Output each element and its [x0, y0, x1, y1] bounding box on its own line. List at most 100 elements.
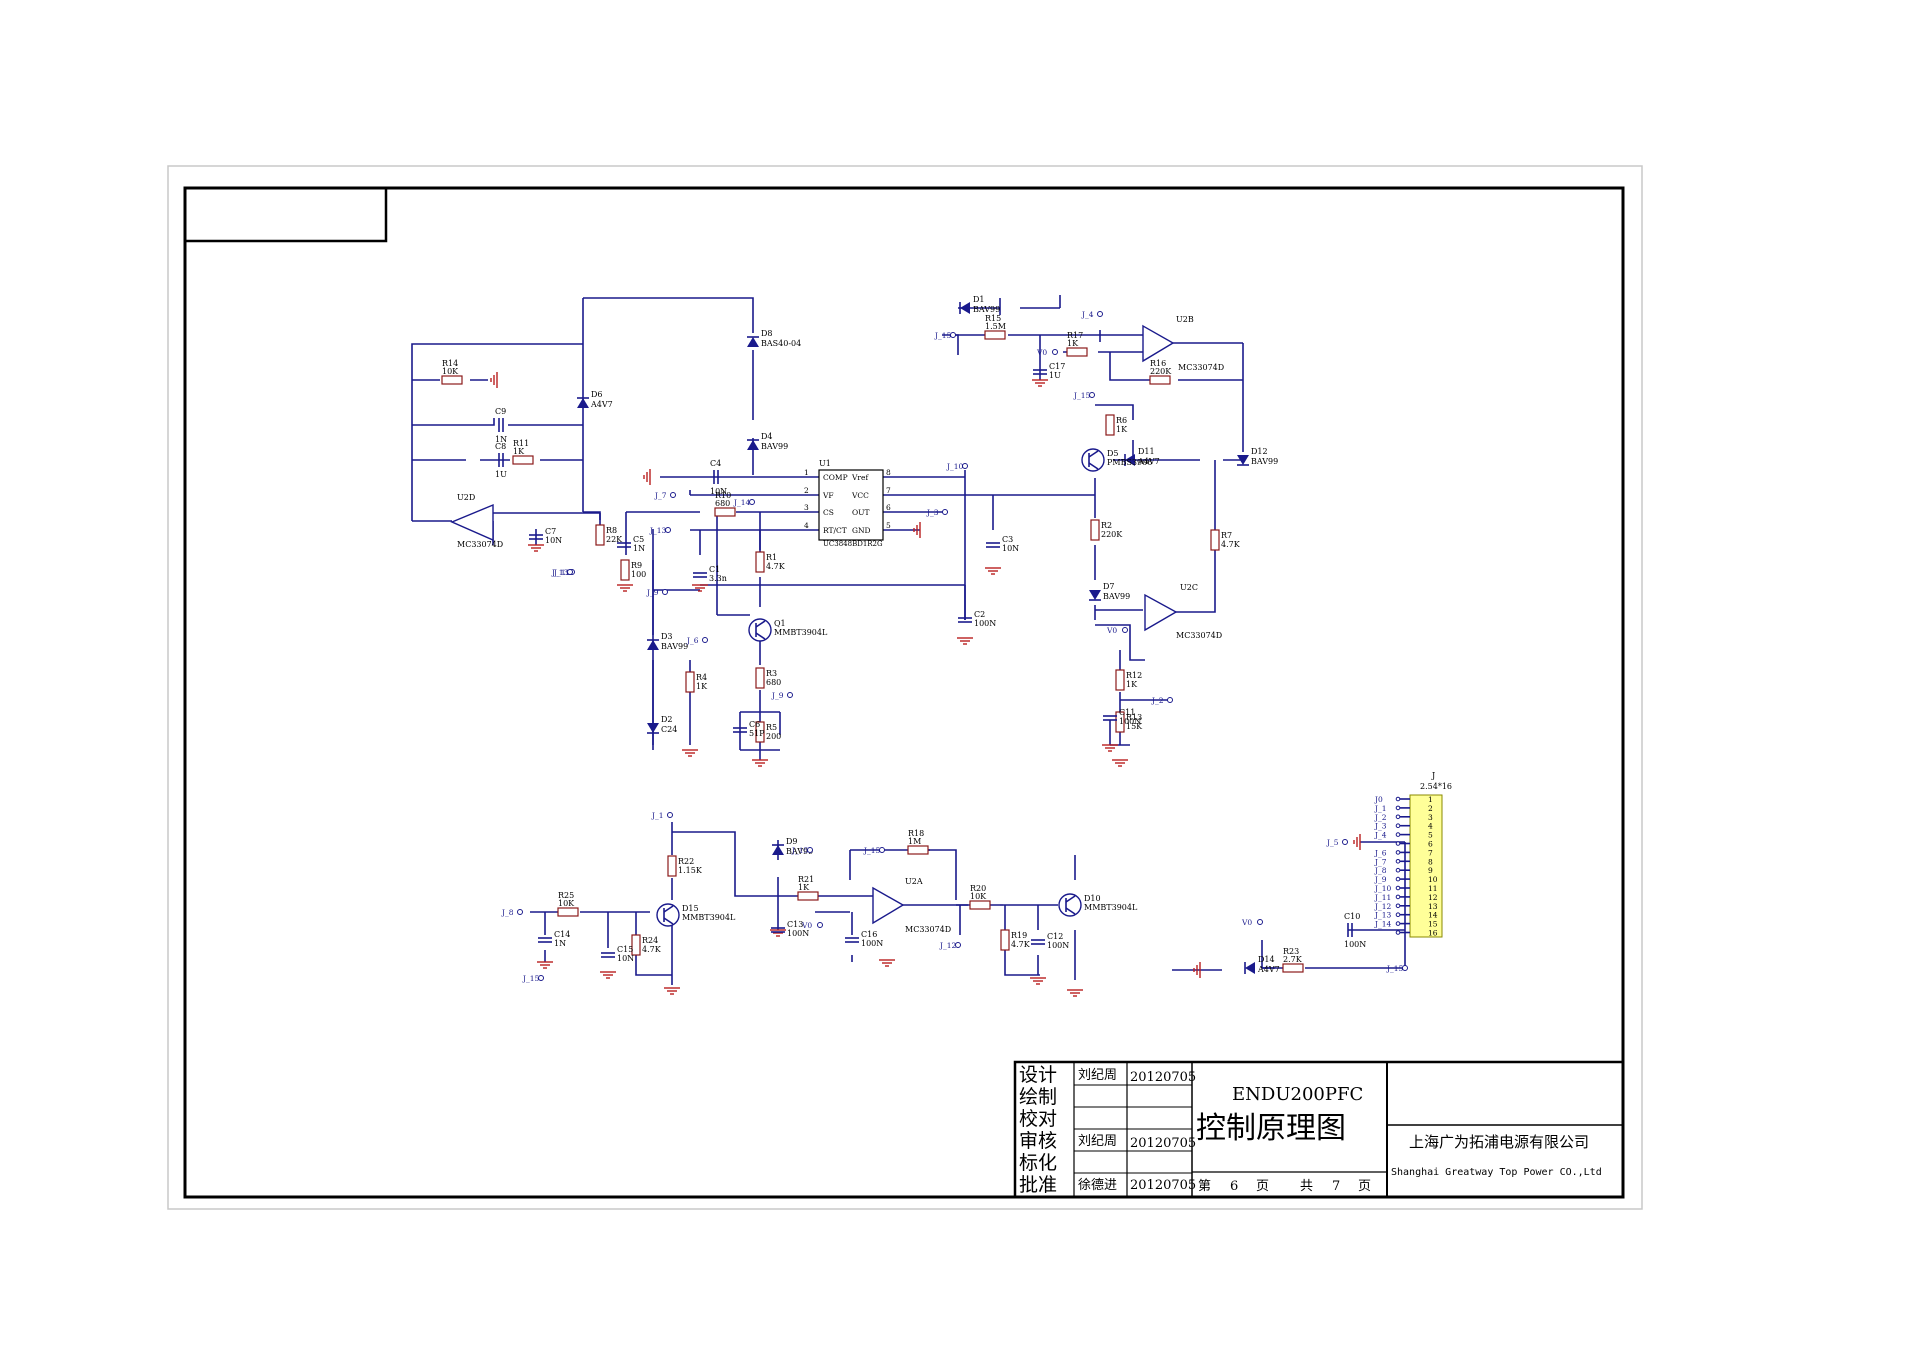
ground-icon — [537, 961, 553, 969]
connector-pin-net: J_8 — [1374, 866, 1387, 875]
u1-pinnum-1: 1 — [804, 468, 809, 477]
capacitor-value: 100N — [974, 619, 996, 628]
net-label: J_5 — [1326, 838, 1348, 847]
net-label-text: V0 — [1036, 348, 1047, 357]
name-review: 刘纪周 — [1078, 1134, 1117, 1149]
diode-ref: D14 — [1258, 955, 1275, 964]
diode-ref: D11 — [1138, 447, 1155, 456]
net-label: J_15 — [863, 846, 885, 855]
ground-icon — [1067, 989, 1083, 997]
resistor-value: 4.7K — [642, 945, 662, 954]
ground-icon — [752, 759, 768, 767]
connector-pin: 14J_13 — [1374, 911, 1438, 920]
capacitor-ref: C12 — [1047, 932, 1063, 941]
resistor-ref: R7 — [1221, 531, 1232, 540]
capacitor-value: 10N — [1002, 544, 1019, 553]
diode-ref: D12 — [1251, 447, 1268, 456]
role-draw: 绘制 — [1019, 1086, 1057, 1108]
capacitor-ref: C10 — [1344, 912, 1360, 921]
resistor-value: 1.5M — [985, 322, 1006, 331]
connector-pin-net: J_4 — [1374, 831, 1387, 840]
capacitor-ref: C11 — [1119, 708, 1135, 717]
name-approve: 徐德进 — [1078, 1178, 1117, 1193]
net-label: J_15 — [934, 331, 956, 340]
capacitor-ref: C8 — [495, 442, 506, 451]
connector-pin: 15J_14 — [1374, 920, 1438, 929]
u2d-ref: U2D — [457, 493, 475, 502]
total-pages: 7 — [1332, 1179, 1340, 1194]
net-label: J_15 — [1386, 964, 1408, 973]
resistor-ref: R11 — [513, 439, 529, 448]
u1-ref: U1 — [819, 459, 831, 468]
connector-pin-net: J_9 — [1374, 875, 1387, 884]
capacitor-value: 10N — [710, 487, 727, 496]
resistor-value: 1M — [908, 837, 921, 846]
role-approve: 批准 — [1019, 1174, 1057, 1196]
net-label: J_1 — [651, 811, 673, 820]
connector-j: J 2.54*16 — [1409, 771, 1452, 938]
net-label: J_8 — [501, 908, 523, 917]
connector-pin: 10J_9 — [1374, 875, 1438, 884]
diode-value: BAV99 — [1103, 592, 1130, 601]
net-label-text: V0 — [801, 921, 812, 930]
net-label-text: J_1 — [651, 811, 664, 820]
resistor-value: 4.7K — [1221, 540, 1241, 549]
net-label: J_6 — [686, 636, 708, 645]
diode-value: C24 — [661, 725, 677, 734]
resistor-value: 10K — [558, 899, 575, 908]
capacitor-ref: C9 — [495, 407, 506, 416]
resistor-ref: R13 — [1126, 713, 1142, 722]
connector-pins: 1J02J_13J_24J_35J_467J_68J_79J_810J_911J… — [1374, 795, 1438, 938]
connector-pin-number: 11 — [1428, 884, 1438, 893]
resistor-ref: R10 — [715, 491, 731, 500]
u1-pin-vf: VF — [822, 491, 834, 500]
connector-pin-number: 9 — [1428, 866, 1433, 875]
ground-icon — [692, 584, 708, 592]
capacitor-ref: C3 — [1002, 535, 1013, 544]
u1-pin-cs: CS — [823, 508, 834, 517]
ground-icon — [985, 567, 1001, 575]
page-label-unit: 页 — [1256, 1179, 1269, 1194]
connector-pin-number: 4 — [1428, 822, 1433, 831]
net-label-text: J_13 — [551, 568, 569, 577]
model-number: ENDU200PFC — [1232, 1084, 1363, 1105]
net-label-text: J_5 — [1326, 838, 1339, 847]
company-name-cn: 上海广为拓浦电源有限公司 — [1409, 1133, 1589, 1151]
connector-pin: 3J_2 — [1374, 813, 1433, 822]
ground-icon — [1353, 834, 1361, 850]
resistor-r7: R74.7K — [1210, 529, 1241, 551]
ground-icon — [1112, 759, 1128, 767]
net-label-text: J_12 — [939, 941, 957, 950]
resistor-value: 15K — [1126, 722, 1143, 731]
connector-pin-number: 13 — [1428, 902, 1438, 911]
capacitor-ref: C7 — [545, 527, 556, 536]
ground-icon — [957, 637, 973, 645]
net-label-text: J_9 — [646, 588, 659, 597]
resistor-ref: R2 — [1101, 521, 1112, 530]
u1-pin-rtct: RT/CT — [823, 526, 847, 535]
net-label-text: J_4 — [1081, 310, 1094, 319]
connector-pin-number: 12 — [1428, 893, 1438, 902]
u1-part: UC3848BD1R2G — [823, 540, 883, 548]
ground-icon — [913, 522, 921, 538]
capacitor-c1: C13.3n — [693, 565, 727, 583]
ground-icon — [682, 749, 698, 757]
diode-ref: D2 — [661, 715, 673, 724]
capacitor-value: 51P — [749, 729, 765, 738]
connector-pin-net: J_14 — [1374, 920, 1392, 929]
